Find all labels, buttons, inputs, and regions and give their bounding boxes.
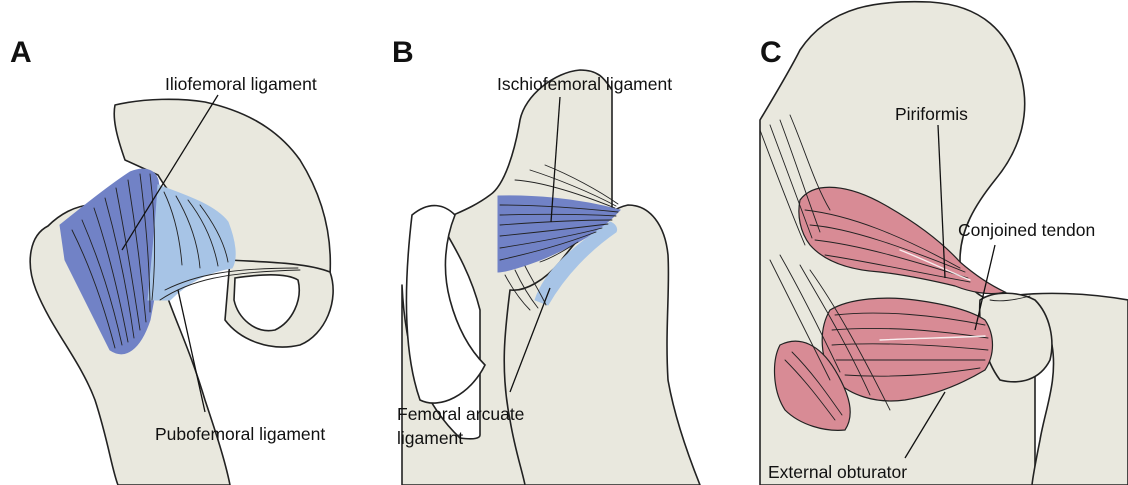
label-pubofemoral-ligament: Pubofemoral ligament (155, 424, 325, 444)
panel-c-letter: C (760, 36, 782, 69)
label-piriformis: Piriformis (895, 104, 968, 124)
label-iliofemoral-ligament: Iliofemoral ligament (165, 74, 317, 94)
label-femoral-arcuate-line2: ligament (397, 428, 463, 448)
panel-b-letter: B (392, 36, 414, 69)
label-conjoined-tendon: Conjoined tendon (958, 220, 1095, 240)
label-femoral-arcuate-line1: Femoral arcuate (397, 404, 524, 424)
panel-c: C Piriformis Conjoined tendon External o… (760, 2, 1128, 485)
label-ischiofemoral-ligament: Ischiofemoral ligament (497, 74, 672, 94)
label-external-obturator: External obturator (768, 462, 907, 482)
panel-a-letter: A (10, 36, 32, 69)
panel-b: B Ischiofemoral ligament Femoral arcuate… (392, 36, 700, 485)
panel-a: A Iliofemoral ligament Pubofemoral ligam… (10, 36, 333, 485)
